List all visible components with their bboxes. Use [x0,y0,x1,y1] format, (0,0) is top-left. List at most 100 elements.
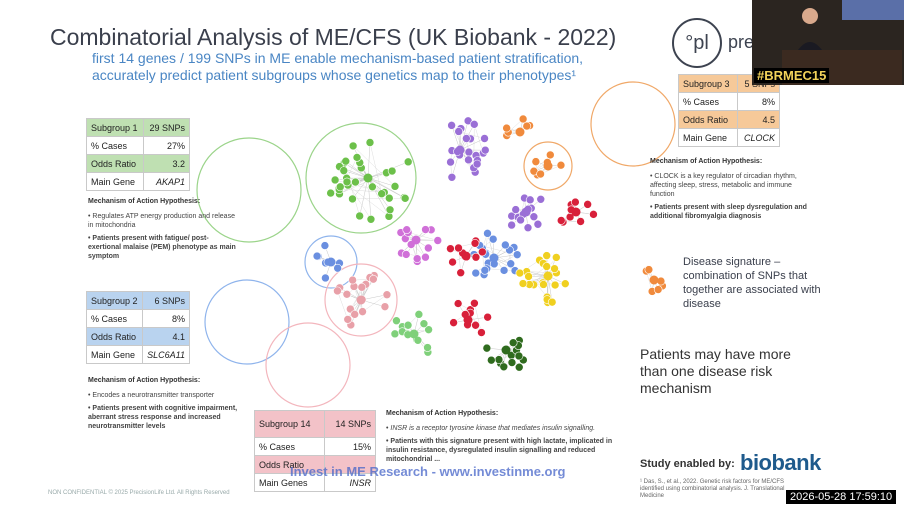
green-cluster-node [384,193,394,203]
magenta-cluster-hub-node [411,235,421,245]
blue-cluster-node [499,266,509,275]
sg14-name: Subgroup 14 [254,410,325,438]
red-cluster-low-node [453,299,463,308]
orange-cluster-top-node [518,114,528,124]
lightgreen-cluster-node [424,325,433,334]
sg14-moa-2: Patients with this signature present wit… [386,438,613,463]
green-cluster-edge [352,145,396,187]
blue-cluster-subgroup-2-hub-node [326,257,336,267]
pink-cluster-edge [362,294,388,312]
callout-circle-subgroup-2 [204,279,290,365]
sg3-cases-label: % Cases [678,92,738,111]
green-cluster-node [390,182,400,191]
sg2-moa-list: • Encodes a neurotransmitter transporter… [88,392,238,430]
red-cluster-low-hub-node [463,315,473,325]
darkgreen-cluster-node [499,362,509,372]
magenta-cluster-node [421,252,430,262]
red-cluster-right-node [571,197,580,207]
darkgreen-cluster-hub-node [501,345,511,355]
red-cluster-low-node [471,320,480,330]
yellow-cluster-hub-node [543,271,553,281]
sg3-gene-label: Main Gene [678,128,738,147]
yellow-cluster-node [560,279,570,288]
purple-cluster-node [447,172,457,182]
sg2-cases: 8% [141,309,191,328]
sg1-cases-label: % Cases [85,136,145,155]
disease-signature-text: Disease signature – combination of SNPs … [683,256,821,310]
red-cluster-low-node [449,318,458,327]
sg2-moa-title: Mechanism of Action Hypothesis: [88,377,201,384]
blue-cluster-node [483,229,492,238]
orange-cluster-node [531,157,541,166]
purple-cluster-node [480,134,489,143]
sg3-odds-label: Odds Ratio [678,110,738,129]
orange-cluster-top-node [502,123,511,133]
purple-cluster-node [472,159,482,169]
orange-cluster-node [545,150,555,160]
red-cluster-mid-node [446,244,455,253]
darkgreen-cluster-node [482,343,492,353]
green-cluster-edge [347,184,390,217]
sg2-gene: SLC6A11 [141,345,191,364]
pink-cluster-hub-node [356,295,366,305]
lightgreen-cluster-node [403,320,413,330]
red-cluster-mid-node [454,243,463,253]
disease-signature-icon-node [653,285,663,294]
sg1-odds-label: Odds Ratio [85,154,145,173]
green-cluster-edge [345,160,369,179]
red-cluster-low-node [470,298,479,308]
darkgreen-cluster-node [514,351,524,361]
speaker-icon [752,0,904,85]
orange-cluster-node [536,169,545,179]
pink-cluster-node [342,289,352,299]
green-cluster-hub-node [363,173,373,183]
sg1-moa-title: Mechanism of Action Hypothesis: [88,198,201,205]
blue-cluster-node [501,240,510,250]
blue-cluster-node [506,259,516,269]
red-cluster-low-edge [474,303,482,333]
sg3-gene: CLOCK [736,128,781,147]
purple-cluster-2-node [536,194,546,204]
red-cluster-mid-node [471,252,481,262]
cluster-outline-subgroup-2 [304,235,358,289]
orange-cluster-hub-node [543,161,553,171]
magenta-cluster-node [424,243,433,253]
magenta-cluster-edge [405,238,438,241]
green-cluster-edge [338,188,385,193]
sg2-odds-label: Odds Ratio [86,327,143,346]
blue-cluster-hub-node [489,253,499,263]
purple-cluster-2-node [507,220,516,230]
pink-cluster-node [380,302,390,311]
cluster-outline-subgroup-3 [523,141,573,191]
yellow-cluster-node [515,268,525,278]
purple-cluster-node [446,157,455,167]
sg2-name: Subgroup 2 [86,291,143,310]
sg2-moa-1: Encodes a neurotransmitter transporter [92,392,215,399]
purple-cluster-2-node [529,212,539,222]
orange-cluster-node [556,160,566,170]
biobank-logo: biobank [740,450,821,475]
green-cluster-edge [369,142,382,194]
green-cluster-node [385,205,395,215]
red-cluster-right-hub-node [571,207,581,217]
darkgreen-cluster-node [514,362,524,372]
purple-cluster-2-node [516,215,525,225]
lightgreen-cluster-hub-node [409,329,419,339]
cluster-outline-subgroup-1 [305,122,417,234]
green-cluster-edge [344,162,405,198]
magenta-cluster-node [421,225,430,234]
sg3-moa-list: • CLOCK is a key regulator of circadian … [650,173,807,220]
watermark: Invest in ME Research - www.investinme.o… [290,464,566,479]
blue-cluster-node [471,268,481,278]
darkgreen-cluster-node [507,358,517,367]
blue-cluster-subgroup-2-node [321,273,330,283]
red-cluster-right-node [556,216,566,225]
blue-cluster-subgroup-2-node [320,241,330,250]
green-cluster-node [365,138,375,147]
sg14-cases: 15% [323,437,377,456]
sg1-gene: AKAP1 [143,172,190,191]
green-cluster-node [342,177,352,187]
